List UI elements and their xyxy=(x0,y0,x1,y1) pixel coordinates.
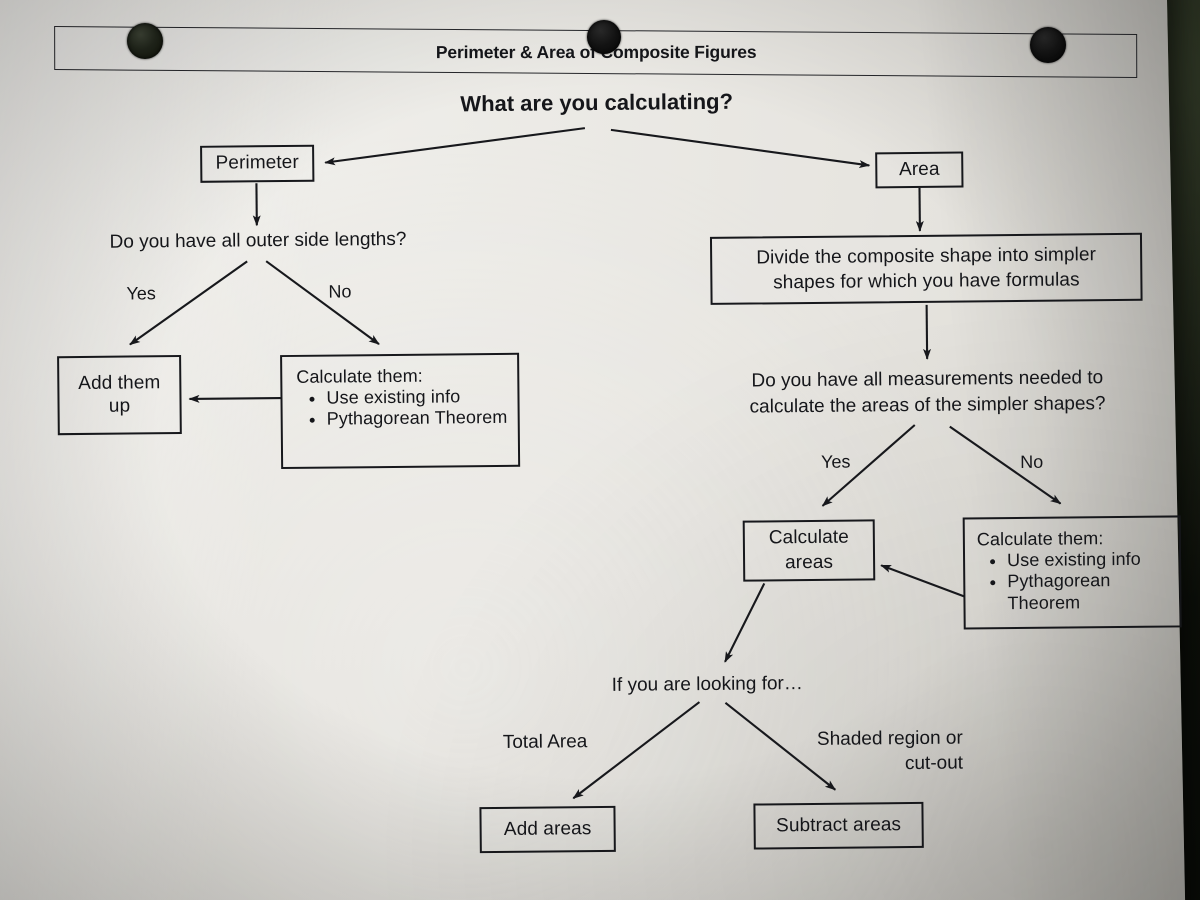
edge-label-area-yes: Yes xyxy=(821,451,851,472)
arrow-calcareas-to-looking xyxy=(724,582,766,663)
node-calculate-areas-label: Calculate areas xyxy=(768,526,850,573)
edge-label-area-no: No xyxy=(1020,451,1044,472)
edge-label-perimeter-yes: Yes xyxy=(126,283,156,304)
calc-left-bullet-1: Pythagorean Theorem xyxy=(327,407,510,430)
node-add-areas-label: Add areas xyxy=(503,817,592,840)
arrow-divide-to-q2 xyxy=(923,304,932,360)
node-subtract-areas-label: Subtract areas xyxy=(776,813,902,837)
node-subtract-areas[interactable]: Subtract areas xyxy=(753,801,924,850)
node-add-them-up[interactable]: Add them up xyxy=(57,355,182,436)
hole-left xyxy=(127,23,163,59)
hole-center xyxy=(587,20,621,54)
arrow-looking-total-area xyxy=(572,701,701,800)
edge-label-shaded-region: Shaded region or cut-out xyxy=(816,727,964,774)
node-perimeter-label: Perimeter xyxy=(215,152,299,174)
arrow-calc1-to-addup xyxy=(188,394,281,403)
text-if-you-are-looking-for: If you are looking for… xyxy=(611,673,803,696)
arrow-q2-no xyxy=(949,425,1062,505)
calc-right-bullets: Use existing info Pythagorean Theorem xyxy=(977,549,1174,615)
calc-right-heading: Calculate them: xyxy=(976,528,1104,550)
node-calculate-them-perimeter[interactable]: Calculate them: Use existing info Pythag… xyxy=(280,352,521,470)
arrow-q1-no xyxy=(265,260,380,345)
node-calculate-them-area[interactable]: Calculate them: Use existing info Pythag… xyxy=(962,515,1182,630)
question-all-measurements: Do you have all measurements needed to c… xyxy=(749,367,1106,418)
node-divide-composite-shape[interactable]: Divide the composite shape into simpler … xyxy=(709,232,1143,305)
question-outer-side-lengths: Do you have all outer side lengths? xyxy=(109,228,407,253)
arrow-calc2-to-calcareas xyxy=(880,564,965,598)
edge-label-perimeter-no: No xyxy=(328,281,352,302)
calc-right-bullet-0: Use existing info xyxy=(1007,549,1173,572)
arrow-root-to-area xyxy=(610,128,871,169)
calc-left-bullets: Use existing info Pythagorean Theorem xyxy=(296,386,509,431)
calc-right-bullet-1: Pythagorean Theorem xyxy=(1007,570,1173,614)
page-headline: What are you calculating? xyxy=(460,88,734,117)
node-add-them-up-label: Add them up xyxy=(78,372,161,417)
node-perimeter[interactable]: Perimeter xyxy=(200,144,315,183)
node-divide-label: Divide the composite shape into simpler … xyxy=(756,244,1097,294)
edge-label-total-area: Total Area xyxy=(502,731,588,753)
node-area-label: Area xyxy=(898,158,940,180)
calc-left-bullet-0: Use existing info xyxy=(326,386,509,409)
node-add-areas[interactable]: Add areas xyxy=(479,805,616,854)
hole-right xyxy=(1030,27,1066,63)
calc-left-heading: Calculate them: xyxy=(296,365,423,387)
arrow-root-to-perimeter xyxy=(324,127,586,166)
node-area[interactable]: Area xyxy=(875,151,964,189)
node-calculate-areas[interactable]: Calculate areas xyxy=(742,519,876,582)
